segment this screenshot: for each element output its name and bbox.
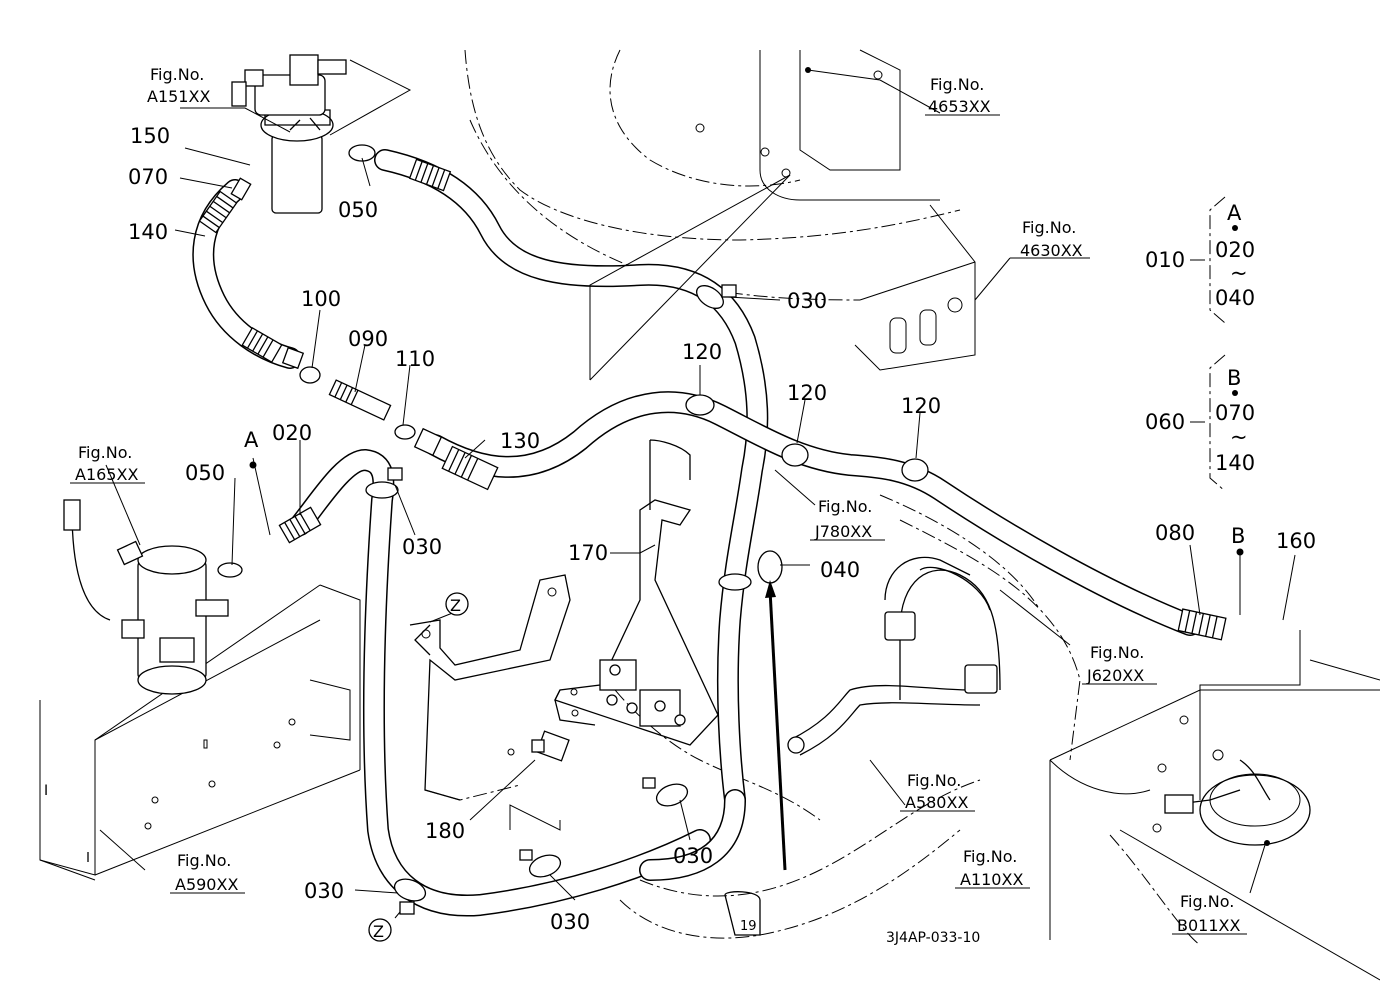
label-070: 070 bbox=[128, 165, 168, 189]
legend-010-tilde: ~ bbox=[1230, 261, 1248, 285]
svg-text:Fig.No.: Fig.No. bbox=[930, 75, 984, 94]
legend-060-tilde: ~ bbox=[1230, 425, 1248, 449]
fig-ref-a580: Fig.No. A580XX bbox=[900, 771, 975, 812]
svg-text:Fig.No.: Fig.No. bbox=[177, 851, 231, 870]
svg-text:Fig.No.: Fig.No. bbox=[963, 847, 1017, 866]
hose-lower-loop bbox=[639, 789, 746, 881]
hose-upper-return bbox=[374, 149, 769, 811]
label-120-a: 120 bbox=[682, 340, 722, 364]
label-030-top: 030 bbox=[787, 289, 827, 313]
lower-frame-phantom bbox=[599, 494, 1081, 939]
svg-text:Fig.No.: Fig.No. bbox=[818, 497, 872, 516]
label-150: 150 bbox=[130, 124, 170, 148]
svg-text:A151XX: A151XX bbox=[147, 87, 210, 106]
clip-19: 19 bbox=[724, 891, 761, 936]
fig-ref-b011: Fig.No. B011XX bbox=[1172, 892, 1247, 935]
label-030-mid: 030 bbox=[402, 535, 442, 559]
hose-020 bbox=[289, 449, 711, 917]
cable-harness bbox=[787, 556, 1001, 756]
label-140: 140 bbox=[128, 220, 168, 244]
label-020: 020 bbox=[272, 421, 312, 445]
label-B: B bbox=[1231, 524, 1245, 548]
frame-mark: I bbox=[44, 783, 48, 799]
svg-text:Fig.No.: Fig.No. bbox=[907, 771, 961, 790]
mount-bracket bbox=[409, 574, 571, 801]
svg-text:A110XX: A110XX bbox=[960, 870, 1023, 889]
label-080: 080 bbox=[1155, 521, 1195, 545]
fig-ref-4653: Fig.No. 4653XX bbox=[925, 75, 1000, 116]
label-160: 160 bbox=[1276, 529, 1316, 553]
fig-ref-a110: Fig.No. A110XX bbox=[955, 847, 1030, 889]
fuel-filter bbox=[230, 54, 347, 214]
svg-text:Fig.No.: Fig.No. bbox=[1180, 892, 1234, 911]
label-050-top: 050 bbox=[338, 198, 378, 222]
label-120-b: 120 bbox=[787, 381, 827, 405]
svg-text:A580XX: A580XX bbox=[905, 793, 968, 812]
label-130: 130 bbox=[500, 429, 540, 453]
legend-010-to: 040 bbox=[1215, 286, 1255, 310]
hose-clips bbox=[217, 144, 929, 915]
svg-text:J620XX: J620XX bbox=[1086, 666, 1144, 685]
fig-ref-j620: Fig.No. J620XX bbox=[1082, 643, 1157, 685]
fuel-tank bbox=[1049, 659, 1380, 981]
fig-ref-a590: Fig.No. A590XX bbox=[170, 851, 245, 894]
label-030-lower-left: 030 bbox=[304, 879, 344, 903]
fig-ref-a151: Fig.No. A151XX bbox=[147, 65, 210, 106]
svg-text:Fig.No.: Fig.No. bbox=[1090, 643, 1144, 662]
cab-frame-phantom bbox=[464, 49, 976, 371]
fig-ref-a165: Fig.No. A165XX bbox=[70, 443, 145, 484]
figure-code: 3J4AP-033-10 bbox=[886, 930, 980, 946]
fig-ref-4630: Fig.No. 4630XX bbox=[1010, 218, 1090, 260]
label-170: 170 bbox=[568, 541, 608, 565]
label-A: A bbox=[244, 428, 259, 452]
z-marker-bottom: Z bbox=[373, 922, 384, 941]
fig-ref-j780: Fig.No. J780XX bbox=[810, 497, 885, 541]
svg-text:Fig.No.: Fig.No. bbox=[1022, 218, 1076, 237]
label-dots bbox=[249, 225, 1244, 556]
legend-010-ref: 010 bbox=[1145, 248, 1185, 272]
legend-060-to: 140 bbox=[1215, 451, 1255, 475]
guide-arrow bbox=[765, 580, 787, 871]
legend-060-from: 070 bbox=[1215, 401, 1255, 425]
z-marker-top: Z bbox=[450, 596, 461, 615]
label-030-bottom: 030 bbox=[550, 910, 590, 934]
fuel-pump bbox=[63, 499, 229, 695]
bolt-180 bbox=[531, 730, 570, 762]
svg-text:A165XX: A165XX bbox=[75, 465, 138, 484]
svg-text:Fig.No.: Fig.No. bbox=[78, 443, 132, 462]
svg-text:4653XX: 4653XX bbox=[928, 97, 991, 116]
part-labels: 150 070 140 050 100 090 110 030 120 120 … bbox=[128, 124, 1316, 934]
legend-010-letter: A bbox=[1227, 201, 1242, 225]
bracket-170 bbox=[554, 439, 719, 746]
label-100: 100 bbox=[301, 287, 341, 311]
label-180: 180 bbox=[425, 819, 465, 843]
legend-010-from: 020 bbox=[1215, 238, 1255, 262]
leader-lines bbox=[99, 59, 1301, 940]
set-legend-060: 060 B 070 ~ 140 bbox=[1145, 354, 1255, 492]
svg-text:A590XX: A590XX bbox=[175, 875, 238, 894]
label-030-lower-right: 030 bbox=[673, 844, 713, 868]
svg-text:J780XX: J780XX bbox=[814, 522, 872, 541]
joint-assembly bbox=[281, 346, 443, 457]
fig-references: Fig.No. A151XX Fig.No. 4653XX Fig.No. 46… bbox=[70, 65, 1247, 935]
sleeves bbox=[198, 158, 1227, 641]
label-110: 110 bbox=[395, 347, 435, 371]
label-120-c: 120 bbox=[901, 394, 941, 418]
legend-060-letter: B bbox=[1227, 366, 1241, 390]
label-040: 040 bbox=[820, 558, 860, 582]
label-050-left: 050 bbox=[185, 461, 225, 485]
svg-text:4630XX: 4630XX bbox=[1020, 241, 1083, 260]
set-legend-010: 010 A 020 ~ 040 bbox=[1145, 196, 1255, 324]
svg-text:B011XX: B011XX bbox=[1177, 916, 1240, 935]
legend-060-ref: 060 bbox=[1145, 410, 1185, 434]
z-markers: Z Z bbox=[368, 592, 469, 942]
svg-text:Fig.No.: Fig.No. bbox=[150, 65, 204, 84]
clip-tag-text: 19 bbox=[740, 919, 757, 934]
label-090: 090 bbox=[348, 327, 388, 351]
